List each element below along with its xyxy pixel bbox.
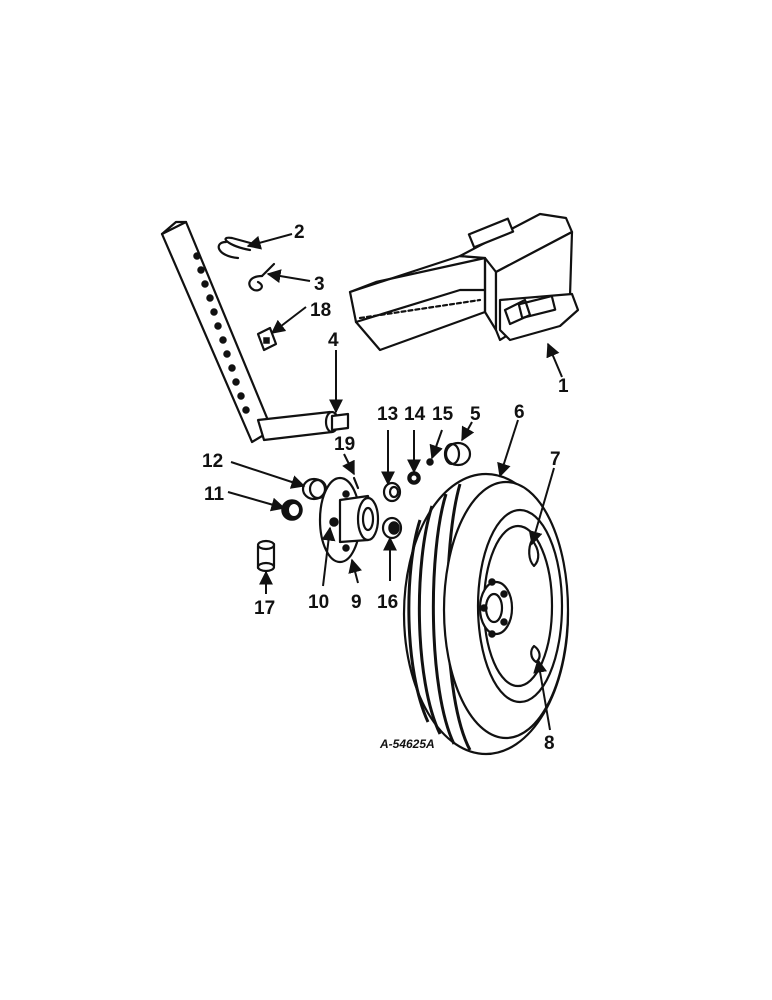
callout-15: 15 (432, 404, 454, 425)
callout-5: 5 (470, 404, 481, 425)
callout-18: 18 (310, 300, 331, 321)
callout-2: 2 (294, 222, 305, 243)
hub (318, 476, 380, 564)
leader-lines (227, 233, 563, 731)
wheel-and-tire (402, 472, 570, 756)
callout-13: 13 (377, 404, 398, 425)
mounting-bracket (348, 212, 580, 352)
axle-arm (160, 220, 350, 444)
cotter-pin (352, 476, 360, 490)
callout-8: 8 (544, 733, 555, 754)
figure-reference: A-54625A (379, 737, 435, 751)
callout-4: 4 (328, 330, 339, 351)
pin (217, 236, 256, 260)
callout-9: 9 (351, 592, 362, 613)
seal (256, 539, 276, 573)
callout-7: 7 (550, 449, 561, 470)
clip (248, 262, 276, 292)
callout-17: 17 (254, 598, 275, 619)
bearing-cone-outer (381, 516, 403, 540)
nut (426, 458, 434, 466)
callout-10: 10 (308, 592, 329, 613)
callout-14: 14 (404, 404, 426, 425)
callout-16: 16 (377, 592, 398, 613)
washer (407, 471, 421, 485)
callout-6: 6 (514, 402, 525, 423)
bearing-cup-outer (382, 481, 402, 503)
callout-12: 12 (202, 451, 223, 472)
callout-11: 11 (204, 484, 225, 505)
bearing-cone (281, 499, 303, 521)
callout-19: 19 (334, 434, 355, 455)
callout-1: 1 (558, 376, 569, 397)
callout-3: 3 (314, 274, 325, 295)
hub-cap (443, 441, 472, 467)
